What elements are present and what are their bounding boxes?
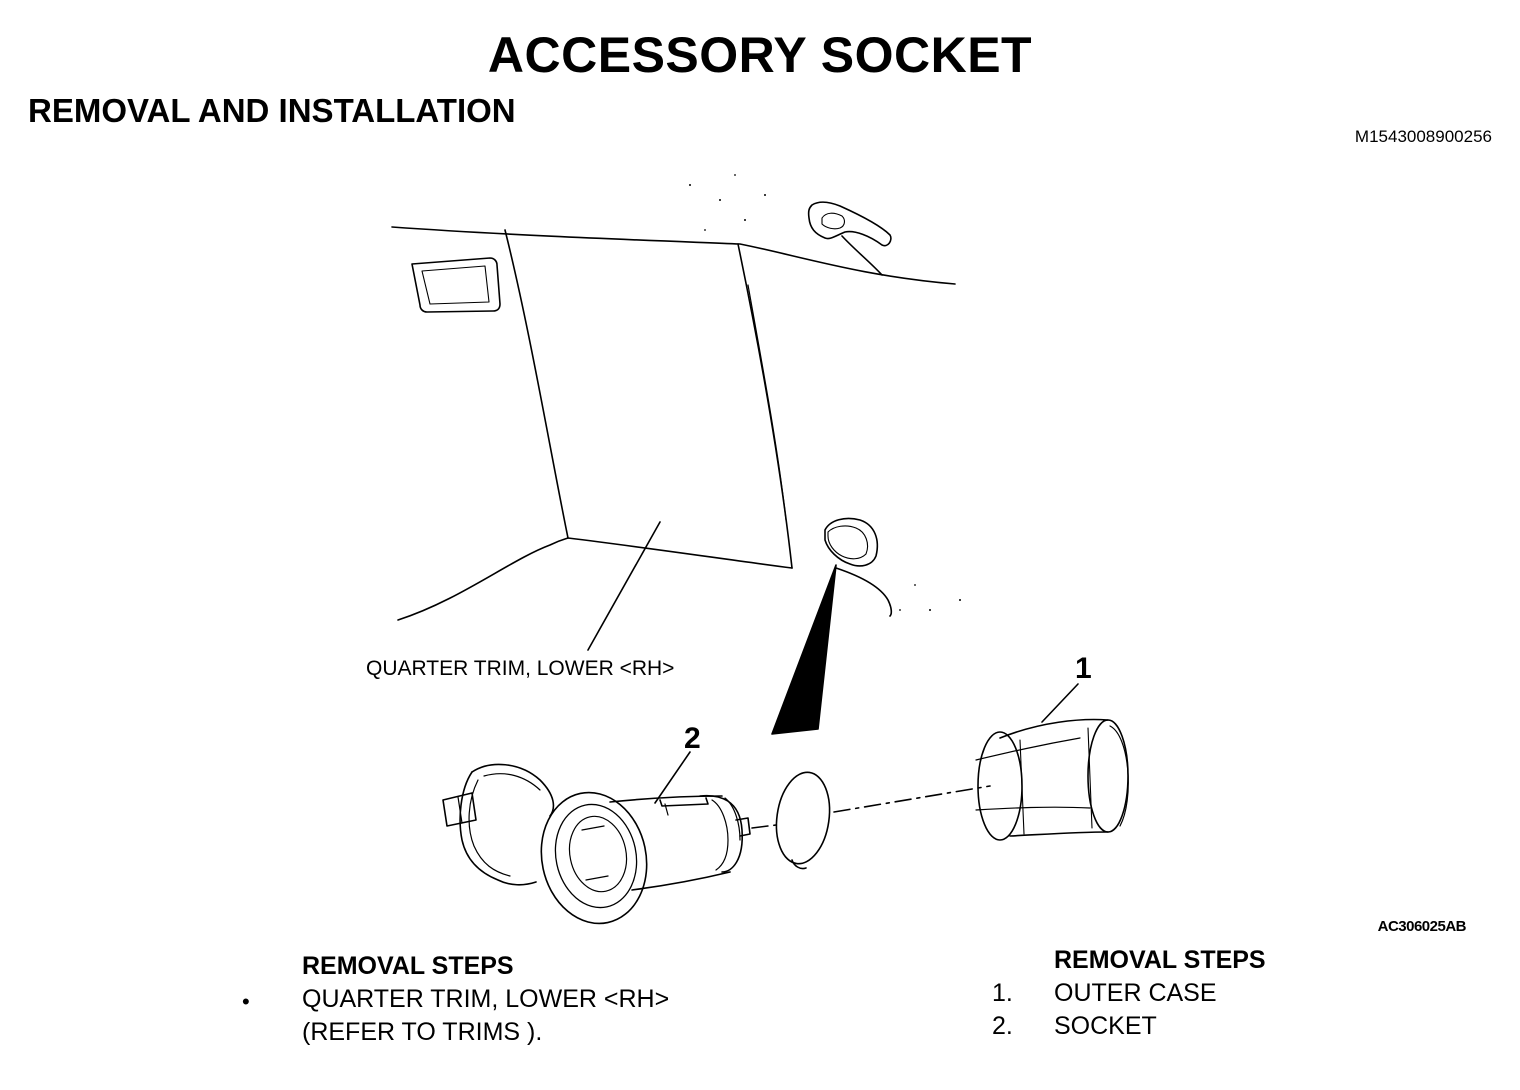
callout-2-leader <box>654 751 691 804</box>
section-subtitle: REMOVAL AND INSTALLATION <box>28 92 516 129</box>
steps-right-heading: REMOVAL STEPS <box>1054 946 1266 974</box>
socket-assembly <box>442 763 751 925</box>
alignment-line <box>751 785 991 829</box>
texture-dots <box>689 174 961 611</box>
steps-right: REMOVAL STEPS 1. OUTER CASE 2. SOCKET <box>992 944 1266 1043</box>
step-text-line2: (REFER TO TRIMS ). <box>302 1018 543 1046</box>
steps-left-heading: REMOVAL STEPS <box>302 952 514 980</box>
step-number: 2. <box>992 1012 1013 1040</box>
callout-2: 2 <box>684 722 701 755</box>
callout-1-leader <box>1041 683 1079 723</box>
document-id: M1543008900256 <box>1354 127 1492 146</box>
callout-1: 1 <box>1075 652 1092 685</box>
socket-disc <box>775 771 831 870</box>
step-text: OUTER CASE <box>1054 979 1217 1007</box>
outer-case <box>975 718 1129 841</box>
step-number: 1. <box>992 979 1013 1007</box>
page-title: ACCESSORY SOCKET <box>487 27 1033 83</box>
step-text-line1: QUARTER TRIM, LOWER <RH> <box>302 985 670 1013</box>
list-item: 2. SOCKET <box>992 1010 1266 1043</box>
list-item-continued: (REFER TO TRIMS ). <box>302 1016 669 1049</box>
figure-code: AC306025AB <box>1377 918 1467 935</box>
list-item: • QUARTER TRIM, LOWER <RH> <box>242 983 670 1016</box>
trim-leader-line <box>587 521 661 651</box>
steps-left: REMOVAL STEPS • QUARTER TRIM, LOWER <RH>… <box>242 950 670 1049</box>
bullet-marker: • <box>242 989 250 1014</box>
list-item: 1. OUTER CASE <box>992 977 1266 1010</box>
detail-pointer <box>771 564 837 735</box>
trim-label: QUARTER TRIM, LOWER <RH> <box>366 657 675 680</box>
quarter-trim-panel <box>391 201 956 621</box>
step-text: SOCKET <box>1054 1012 1157 1040</box>
